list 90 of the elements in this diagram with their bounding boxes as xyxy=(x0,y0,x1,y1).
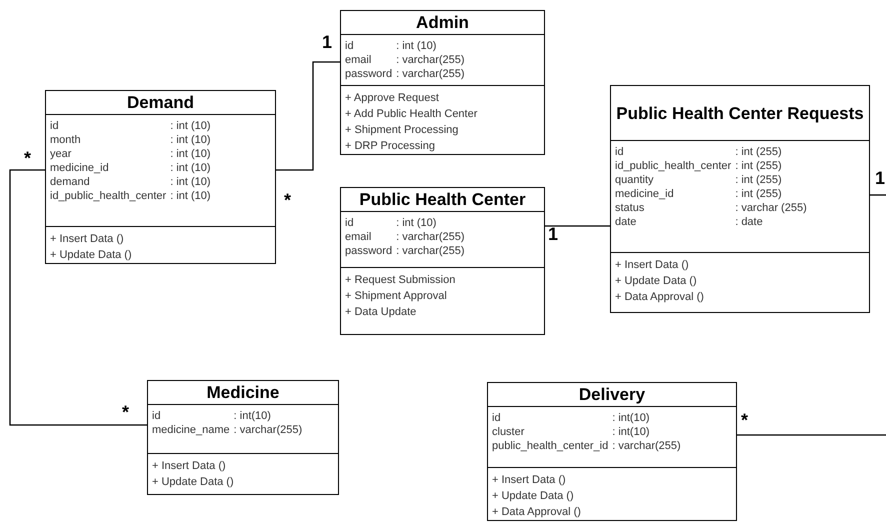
class-title: Public Health Center Requests xyxy=(616,104,864,122)
attribute-name: id_public_health_center xyxy=(615,159,732,173)
attribute-name: password xyxy=(345,244,392,258)
attribute-type: : int (10) xyxy=(170,119,212,133)
attribute-type: : int (255) xyxy=(735,145,783,159)
multiplicity-label: 1 xyxy=(548,224,558,244)
attribute-type: : varchar(255) xyxy=(234,423,304,437)
attribute-type: : int (255) xyxy=(735,173,783,187)
method-text: + Add Public Health Center xyxy=(345,107,478,122)
attribute-name: email xyxy=(345,53,372,67)
method-text: + Insert Data () xyxy=(50,232,125,247)
method-text: + Update Data () xyxy=(152,475,235,490)
attribute-type: : int (10) xyxy=(170,133,212,147)
association-line xyxy=(545,225,610,227)
method-text: + Shipment Processing xyxy=(345,123,460,138)
attribute-name: month xyxy=(50,133,82,147)
multiplicity-label: * xyxy=(122,402,130,422)
attribute-name: password xyxy=(345,67,392,81)
method-text: + Insert Data () xyxy=(492,473,567,488)
attribute-name: status xyxy=(615,201,646,215)
class-box xyxy=(340,10,545,155)
attribute-type: : date xyxy=(735,215,764,229)
multiplicity-label: * xyxy=(24,148,32,168)
attribute-type: : varchar(255) xyxy=(396,53,466,67)
attribute-type: : varchar(255) xyxy=(396,67,466,81)
multiplicity-label: 1 xyxy=(322,32,332,52)
method-text: + Approve Request xyxy=(345,91,440,106)
method-text: + Insert Data () xyxy=(615,258,690,273)
attribute-type: : int(10) xyxy=(612,411,650,425)
method-text: + Update Data () xyxy=(615,274,698,289)
attribute-type: : int (10) xyxy=(396,216,438,230)
attribute-name: id xyxy=(152,409,162,423)
method-text: + Request Submission xyxy=(345,273,456,288)
attribute-type: : int(10) xyxy=(234,409,272,423)
class-title: Public Health Center xyxy=(359,190,526,209)
method-text: + Update Data () xyxy=(492,489,575,504)
attribute-type: : int (10) xyxy=(170,175,212,189)
multiplicity-label: * xyxy=(284,190,292,210)
attribute-name: id xyxy=(50,119,60,133)
method-compartment xyxy=(341,85,544,154)
class-box xyxy=(487,382,737,521)
attribute-type: : int (10) xyxy=(396,39,438,53)
class-box xyxy=(147,380,339,495)
method-text: + Update Data () xyxy=(50,248,133,263)
attribute-name: id_public_health_center xyxy=(50,189,166,203)
attribute-type: : varchar(255) xyxy=(396,244,466,258)
class-title: Delivery xyxy=(578,385,646,404)
class-box xyxy=(45,90,276,264)
method-text: + Data Update xyxy=(345,305,418,320)
attribute-name: medicine_id xyxy=(50,161,110,175)
attribute-name: year xyxy=(50,147,72,161)
attribute-name: id xyxy=(345,216,355,230)
class-title: Demand xyxy=(126,93,194,112)
association-line xyxy=(9,169,147,426)
association-line xyxy=(870,194,886,196)
attribute-name: id xyxy=(615,145,625,159)
attribute-name: demand xyxy=(50,175,91,189)
class-box xyxy=(340,187,545,335)
attribute-name: id xyxy=(345,39,355,53)
attribute-name: cluster xyxy=(492,425,526,439)
attribute-type: : int (10) xyxy=(170,147,212,161)
method-text: + Insert Data () xyxy=(152,459,227,474)
attribute-name: id xyxy=(492,411,502,425)
attribute-name: medicine_id xyxy=(615,187,675,201)
class-title: Admin xyxy=(416,13,469,32)
method-text: + Data Approval () xyxy=(492,505,582,520)
attribute-name: quantity xyxy=(615,173,655,187)
attribute-type: : varchar(255) xyxy=(612,439,682,453)
attribute-type: : int (10) xyxy=(170,161,212,175)
multiplicity-label: 1 xyxy=(875,168,886,188)
method-text: + Shipment Approval xyxy=(345,289,448,304)
method-text: + DRP Processing xyxy=(345,139,436,154)
attribute-name: email xyxy=(345,230,372,244)
attribute-type: : int (255) xyxy=(735,187,783,201)
attribute-type: : varchar(255) xyxy=(396,230,466,244)
attribute-name: public_health_center_id xyxy=(492,439,608,453)
method-compartment xyxy=(46,226,275,263)
association-line xyxy=(737,434,886,436)
method-text: + Data Approval () xyxy=(615,290,705,305)
attribute-type: : int (10) xyxy=(170,189,212,203)
method-compartment xyxy=(488,467,736,520)
attribute-name: date xyxy=(615,215,638,229)
attribute-type: : int (255) xyxy=(735,159,783,173)
attribute-type: : int(10) xyxy=(612,425,650,439)
attribute-type: : varchar (255) xyxy=(735,201,808,215)
association-line xyxy=(276,61,340,171)
multiplicity-label: * xyxy=(741,410,748,430)
attribute-name: medicine_name xyxy=(152,423,230,437)
class-box xyxy=(610,85,870,313)
class-title: Medicine xyxy=(206,383,280,402)
